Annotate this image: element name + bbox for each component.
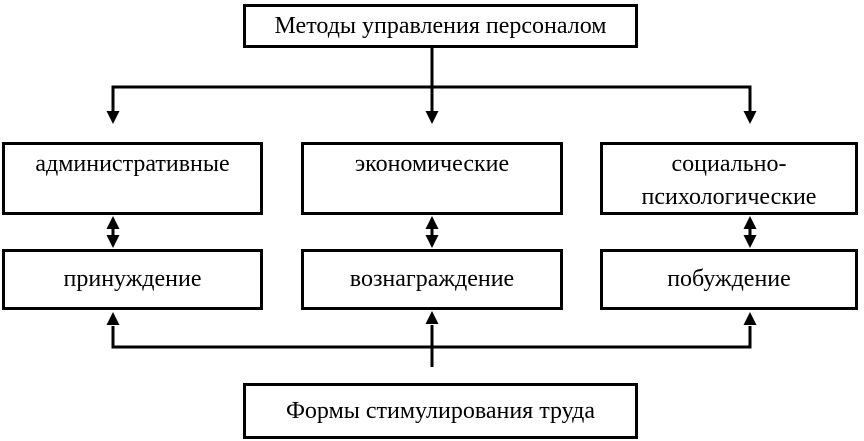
arrowhead-up-right <box>743 312 757 325</box>
arrowhead-up-left <box>106 312 120 325</box>
box-labor-stimulation-forms: Формы стимулирования труда <box>243 383 638 439</box>
management-methods-label: Методы управления персоналом <box>274 12 607 39</box>
stimulus-coercion-label: принуждение <box>63 266 202 292</box>
arrowhead-down-double-left <box>106 235 120 248</box>
arrowhead-down-left <box>106 111 120 124</box>
labor-stimulation-forms-label: Формы стимулирования труда <box>285 397 596 424</box>
box-method-economic: экономические <box>301 142 563 215</box>
arrowhead-down-right <box>743 111 757 124</box>
box-method-administrative: административные <box>2 142 263 215</box>
box-method-socio-psychological: социально-психологические <box>600 142 858 215</box>
arrowhead-up-double-center <box>425 216 439 229</box>
method-socio-psychological-label: социально-психологические <box>641 151 817 210</box>
stimulus-motivation-label: побуждение <box>667 266 791 292</box>
box-stimulus-reward: вознаграждение <box>301 249 563 310</box>
arrowhead-down-double-right <box>743 235 757 248</box>
arrowhead-down-center <box>425 111 439 124</box>
arrowhead-down-double-center <box>425 235 439 248</box>
method-administrative-label: административные <box>35 151 230 177</box>
stimulus-reward-label: вознаграждение <box>349 266 515 292</box>
box-stimulus-motivation: побуждение <box>600 249 858 310</box>
box-stimulus-coercion: принуждение <box>2 249 263 310</box>
arrowhead-up-double-right <box>743 216 757 229</box>
arrowhead-up-center <box>425 311 439 324</box>
arrowhead-up-double-left <box>106 216 120 229</box>
box-management-methods: Методы управления персоналом <box>243 4 638 48</box>
method-economic-label: экономические <box>354 151 510 177</box>
